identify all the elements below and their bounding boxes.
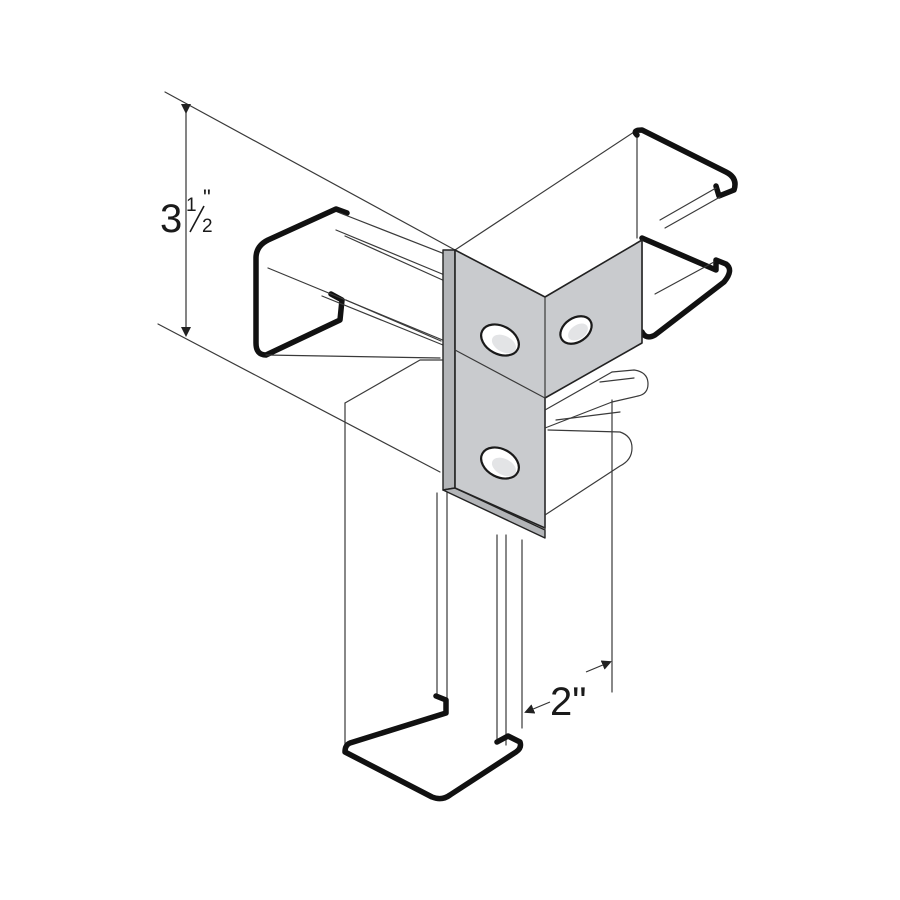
hole-top-left [480, 323, 520, 357]
left-horizontal-channel [253, 206, 456, 359]
width-dimension-label: 2" [550, 680, 586, 724]
vertical-channel [342, 359, 524, 802]
bracket-holes [480, 315, 593, 480]
height-extension-lines [157, 91, 456, 473]
height-dimension-label: 3 1 2 " [160, 185, 213, 241]
height-denominator: 2 [202, 216, 213, 237]
height-numerator: 1 [186, 195, 197, 216]
height-whole: 3 [160, 197, 182, 241]
width-dimension-arrow [524, 660, 612, 714]
hole-bottom [480, 446, 520, 480]
hole-top-right [559, 315, 593, 345]
height-unit: " [203, 185, 211, 210]
